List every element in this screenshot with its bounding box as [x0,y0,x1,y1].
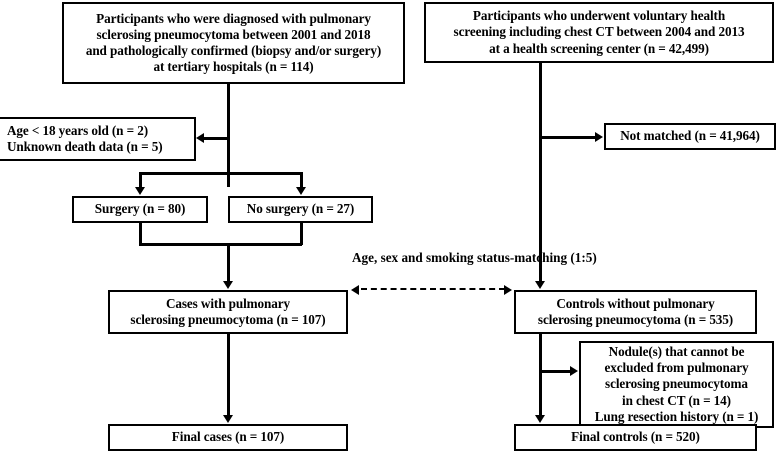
final-cases-line-1: Final cases (n = 107) [171,429,285,445]
connector-controls-exclusion-arrowhead [570,366,578,376]
connector-final-controls-arrowhead [535,415,545,423]
cases-excluded-box: Age < 18 years old (n = 2) Unknown death… [0,117,196,161]
connector-cases-exclusion-horizontal [204,137,229,140]
controls-excluded-line-1: Nodule(s) that cannot be [608,343,745,359]
connector-surgery-split-horizontal [139,172,302,175]
matching-dashed-line [361,288,505,290]
controls-excluded-line-3: sclerosing pneumocytoma [605,376,748,392]
connector-cases-arrowhead [223,281,233,289]
final-cases-box: Final cases (n = 107) [108,424,348,451]
connector-final-cases-arrowhead [223,415,233,423]
controls-line-2: sclerosing pneumocytoma (n = 535) [537,312,734,327]
controls-excluded-line-5: Lung resection history (n = 1) [594,408,759,424]
matching-label-line-2: status-matching (1:5) [476,250,597,265]
controls-excluded-box: Nodule(s) that cannot be excluded from p… [579,341,774,428]
cases-source-box: Participants who were diagnosed with pul… [62,2,405,84]
controls-line-1: Controls without pulmonary [556,295,715,311]
connector-controls-source-vertical [539,63,542,281]
controls-source-line-2: screening including chest CT between 200… [453,24,745,40]
no-surgery-box: No surgery (n = 27) [228,196,373,223]
controls-source-box: Participants who underwent voluntary hea… [424,2,774,63]
controls-source-line-3: at a health screening center (n = 42,499… [489,40,709,56]
connector-cases-merge-vertical [227,243,230,281]
surgery-line-1: Surgery (n = 80) [94,201,186,217]
connector-final-controls-vertical [539,334,542,415]
connector-cases-merge-horizontal [139,243,302,246]
connector-surgery-out-vertical [139,223,142,245]
connector-not-matched-horizontal [539,136,597,139]
connector-surgery-branch-vertical [139,172,142,188]
cases-excluded-line-1: Age < 18 years old (n = 2) [7,122,148,138]
connector-not-matched-arrowhead [595,132,603,142]
connector-surgery-arrowhead [135,187,145,195]
connector-final-cases-vertical [227,334,230,415]
controls-box: Controls without pulmonary sclerosing pn… [514,290,757,334]
connector-no-surgery-arrowhead [296,187,306,195]
no-surgery-line-1: No surgery (n = 27) [246,201,355,217]
controls-not-matched-box: Not matched (n = 41,964) [604,123,776,150]
cases-source-line-4: at tertiary hospitals (n = 114) [153,59,314,75]
matching-arrowhead-left [351,285,359,295]
cases-line-2: sclerosing pneumocytoma (n = 107) [130,312,326,327]
cases-source-line-2: sclerosing pneumocytoma between 2001 and… [96,26,371,42]
cases-excluded-line-2: Unknown death data (n = 5) [7,139,163,154]
connector-controls-arrowhead [535,281,545,289]
cases-source-line-1: Participants who were diagnosed with pul… [96,10,371,26]
matching-label: Age, sex and smoking status-matching (1:… [352,250,597,266]
final-controls-line-1: Final controls (n = 520) [571,429,700,445]
controls-source-line-1: Participants who underwent voluntary hea… [472,8,726,24]
controls-excluded-line-4: in chest CT (n = 14) [622,392,731,408]
matching-arrowhead-right [504,285,512,295]
controls-excluded-line-2: excluded from pulmonary [604,360,749,376]
cases-box: Cases with pulmonary sclerosing pneumocy… [108,290,348,334]
connector-no-surgery-out-vertical [300,223,303,245]
connector-controls-exclusion-horizontal [539,370,572,373]
cases-line-1: Cases with pulmonary [165,295,291,311]
cases-source-line-3: and pathologically confirmed (biopsy and… [85,43,382,58]
matching-label-line-1: Age, sex and smoking [352,250,474,265]
final-controls-box: Final controls (n = 520) [514,424,757,451]
surgery-box: Surgery (n = 80) [72,196,208,223]
connector-cases-exclusion-arrowhead [196,133,204,143]
connector-no-surgery-branch-vertical [300,172,303,188]
connector-cases-source-vertical [227,84,230,187]
controls-not-matched-line-1: Not matched (n = 41,964) [620,128,760,144]
